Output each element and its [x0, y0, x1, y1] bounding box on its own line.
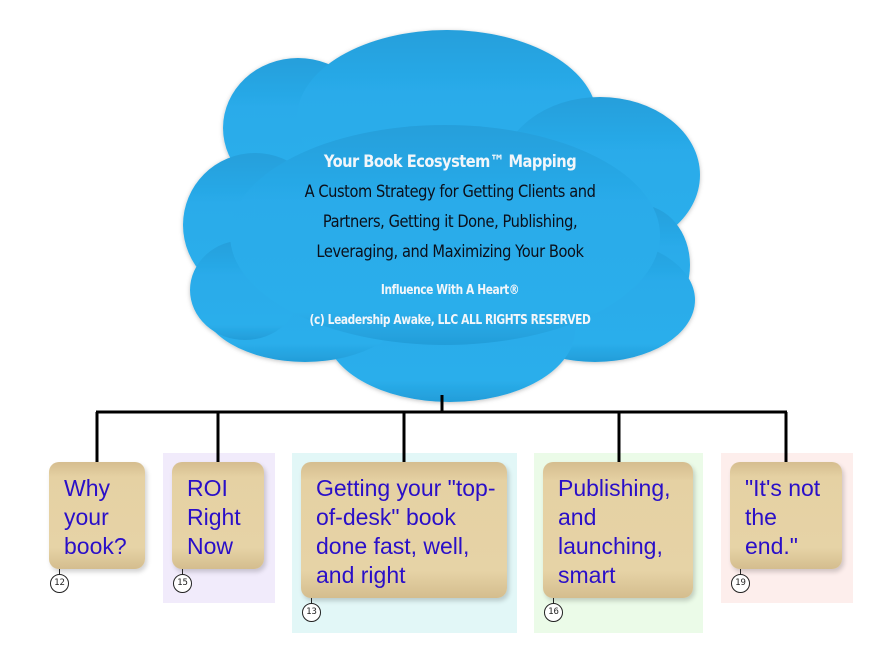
node-roi-right-now[interactable]: ROI Right Now: [172, 462, 264, 569]
badge-stem: [311, 598, 312, 603]
badge-stem: [553, 598, 554, 603]
node-badge-13: 13: [302, 603, 321, 622]
node-badge-15: 15: [173, 574, 192, 593]
cloud-subtitle-line-2: Partners, Getting it Done, Publishing,: [322, 212, 578, 232]
cloud-tagline: Influence With A Heart®: [380, 283, 520, 298]
badge-stem: [59, 569, 60, 574]
cloud-subtitle-line-1: A Custom Strategy for Getting Clients an…: [304, 182, 596, 202]
node-badge-19: 19: [731, 574, 750, 593]
node-publishing-launching[interactable]: Publishing, and launching, smart: [543, 462, 693, 598]
cloud-shape: [183, 30, 700, 402]
node-getting-book-done[interactable]: Getting your "top-of-desk" book done fas…: [301, 462, 507, 598]
node-badge-16: 16: [544, 603, 563, 622]
connector-lines: [95, 395, 788, 463]
node-not-the-end[interactable]: "It's not the end.": [730, 462, 842, 569]
node-label: Why your book?: [64, 475, 127, 559]
node-why-your-book[interactable]: Why your book?: [49, 462, 145, 569]
cloud-title: Your Book Ecosystem™ Mapping: [323, 152, 577, 172]
badge-stem: [182, 569, 183, 574]
cloud-subtitle-line-3: Leveraging, and Maximizing Your Book: [316, 242, 584, 262]
node-label: "It's not the end.": [745, 475, 821, 559]
badge-stem: [740, 569, 741, 574]
cloud-copyright: (c) Leadership Awake, LLC ALL RIGHTS RES…: [309, 313, 591, 328]
node-badge-12: 12: [50, 574, 69, 593]
node-label: Getting your "top-of-desk" book done fas…: [316, 475, 496, 588]
node-label: ROI Right Now: [187, 475, 241, 559]
node-label: Publishing, and launching, smart: [558, 475, 671, 588]
